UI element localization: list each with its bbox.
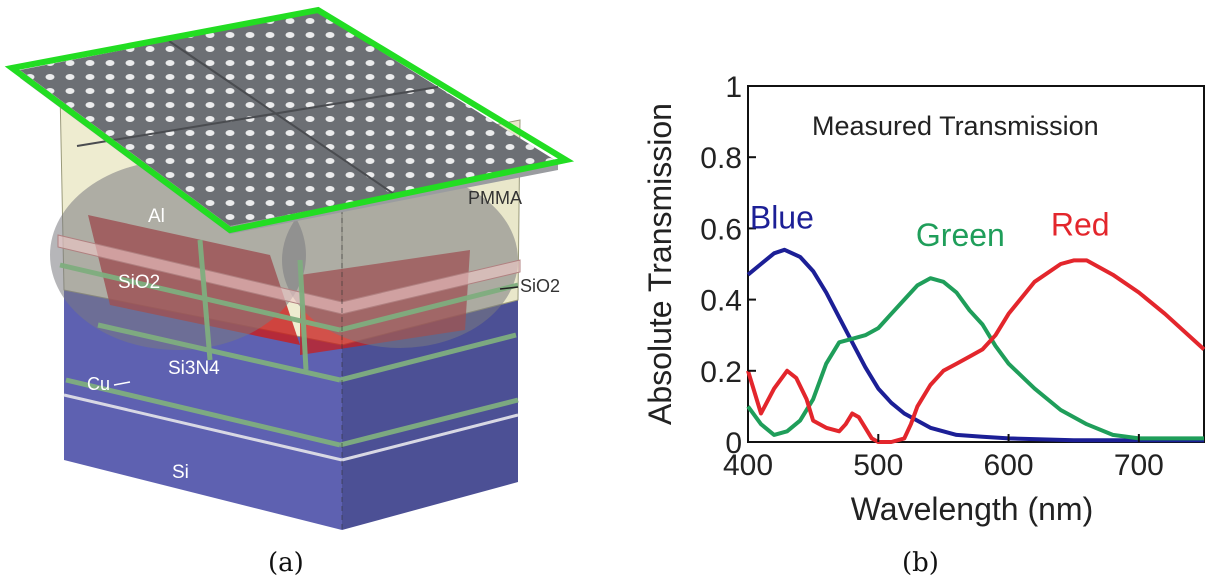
device-illustration: Al PMMA SiO2 SiO2 Si3N4 Cu Si <box>4 6 575 530</box>
arrow-cu <box>113 381 131 386</box>
cu-layer-plane <box>63 393 343 462</box>
label-cu: Cu <box>87 374 110 394</box>
label-si: Si <box>172 462 189 483</box>
si-substrate-right <box>342 300 518 530</box>
arrow-sio2 <box>499 286 519 290</box>
x-tick-label: 600 <box>984 449 1034 482</box>
label-al: Al <box>148 206 165 227</box>
cu-wires <box>59 239 519 448</box>
plate-seam-2 <box>76 86 439 147</box>
y-tick-label: 0.2 <box>700 356 742 389</box>
chart-title: Measured Transmission <box>812 111 1099 141</box>
x-tick-label: 500 <box>853 449 903 482</box>
series-line-green <box>746 276 1204 441</box>
series-label-green: Green <box>916 217 1005 253</box>
green-highlight-frame <box>4 6 575 234</box>
cu-layer-plane-right <box>341 413 519 462</box>
al-plate-edge <box>20 70 558 234</box>
caption-b: (b) <box>902 548 939 578</box>
y-tick-label: 0.6 <box>700 213 742 246</box>
x-axis-label: Wavelength (nm) <box>851 491 1093 527</box>
y-tick-label: 0.4 <box>700 285 742 318</box>
caption-a: (a) <box>268 548 304 578</box>
series-layer <box>746 247 1206 444</box>
label-sio2-right: SiO2 <box>520 276 560 296</box>
y-tick-label: 0.8 <box>700 142 742 175</box>
series-label-red: Red <box>1051 207 1110 243</box>
x-tick-label: 400 <box>723 449 773 482</box>
y-tick-label: 0 <box>725 427 742 460</box>
series-label-blue: Blue <box>750 199 814 235</box>
y-tick-label: 1 <box>725 71 742 104</box>
plot-frame <box>747 85 1205 443</box>
transmission-chart: 400 500 600 700 0 0.2 0.4 0.6 0.8 1 Measured Tran… <box>642 71 1206 527</box>
tick-layer: 400 500 600 700 0 0.2 0.4 0.6 0.8 1 <box>700 71 1164 482</box>
plate-seam-1 <box>168 40 395 195</box>
label-sio2-left: SiO2 <box>118 272 160 293</box>
x-tick-label: 700 <box>1114 449 1164 482</box>
y-axis-label: Absolute Transmission <box>642 103 678 425</box>
al-plate-holes <box>20 12 558 226</box>
label-si3n4: Si3N4 <box>168 358 220 379</box>
label-pmma: PMMA <box>468 188 522 208</box>
series-line-blue <box>746 247 1204 443</box>
series-line-red <box>746 258 1206 444</box>
